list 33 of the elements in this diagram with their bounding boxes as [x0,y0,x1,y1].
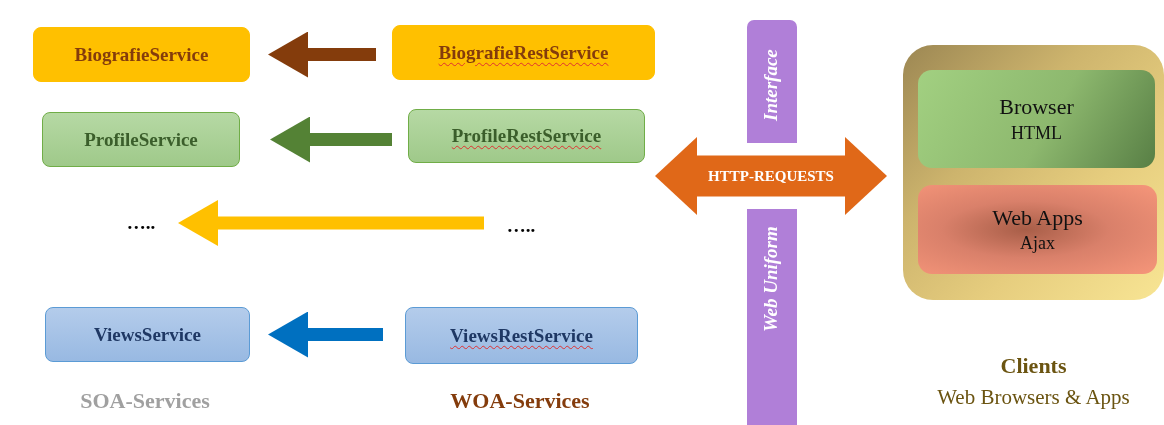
web-apps-box [918,185,1157,274]
service-box [42,112,240,167]
arrow [268,31,376,78]
browser-box [918,70,1155,168]
rest-service-box [408,109,645,163]
column-caption: SOA-Services [79,388,211,414]
rest-service-box [405,307,638,364]
service-name: BiografieService [74,43,209,66]
ellipsis-text: ….. [118,205,164,241]
ellipsis-text: ….. [498,208,544,244]
service-name: ProfileService [84,128,198,151]
client-subtitle: Ajax [1020,232,1055,256]
interface-bar [747,209,797,425]
column-caption: WOA-Services [449,388,591,414]
clients-caption: Web Browsers & Apps [936,385,1131,410]
arrow [178,200,484,246]
arrow [268,311,383,358]
service-name: ProfileRestService [451,125,602,147]
client-subtitle: HTML [1011,121,1062,145]
client-title: Browser [999,93,1074,121]
rest-service-box [392,25,655,80]
interface-label: Interface [760,48,782,124]
service-name: ViewsService [94,323,201,346]
service-box [45,307,250,362]
clients-heading: Clients [999,353,1068,379]
arrow [270,116,392,163]
service-box [33,27,250,82]
interface-bar [747,20,797,143]
service-name: BiografieRestService [438,41,609,64]
service-name: ViewsRestService [450,324,593,347]
client-title: Web Apps [992,203,1083,232]
double-arrow [655,137,887,215]
interface-label: Web Uniform [760,225,782,334]
